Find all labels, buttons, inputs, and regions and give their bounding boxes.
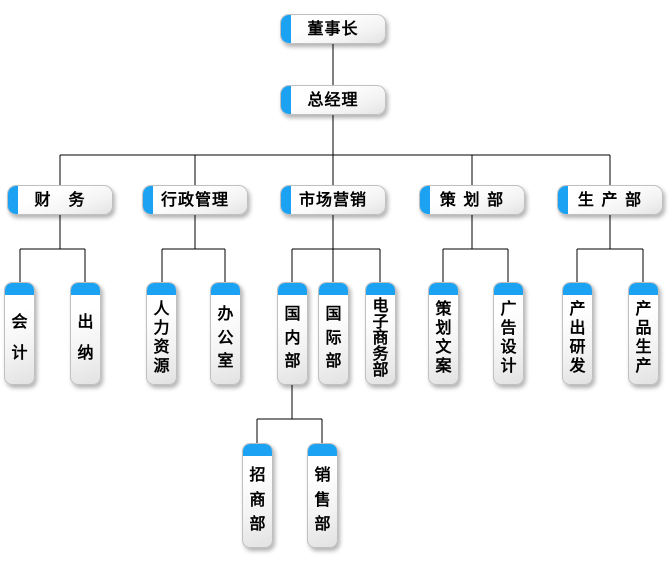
org-node-label: 电子商务部 xyxy=(372,296,389,379)
accent-bar xyxy=(143,186,153,214)
org-node-cashier: 出纳 xyxy=(70,282,101,385)
org-node-hr: 人力资源 xyxy=(146,282,177,385)
org-node-sales: 销售部 xyxy=(307,443,338,548)
org-node-label: 人力资源 xyxy=(153,299,170,375)
org-node-label: 国内部 xyxy=(284,303,301,371)
accent-bar xyxy=(563,283,592,295)
accent-bar xyxy=(281,15,291,43)
org-node-label: 出纳 xyxy=(77,311,94,363)
accent-bar xyxy=(281,186,291,214)
accent-bar xyxy=(71,283,100,295)
org-node-label: 市场营销 xyxy=(298,190,367,209)
accent-bar xyxy=(5,283,34,295)
org-node-label: 生 产 部 xyxy=(577,190,643,209)
org-node-label: 行政管理 xyxy=(160,190,229,209)
accent-bar xyxy=(629,283,658,295)
org-node-product-manufacturing: 产品生产 xyxy=(628,282,659,385)
accent-bar xyxy=(494,283,523,295)
org-node-label: 招商部 xyxy=(249,465,266,533)
accent-bar xyxy=(420,186,430,214)
accent-bar xyxy=(366,283,395,295)
org-node-label: 总经理 xyxy=(307,90,359,109)
accent-bar xyxy=(243,444,272,456)
org-node-admin: 行政管理 xyxy=(142,185,248,215)
org-node-ecommerce: 电子商务部 xyxy=(365,282,396,385)
org-node-international: 国际部 xyxy=(318,282,349,385)
accent-bar xyxy=(429,283,458,295)
org-node-general-manager: 总经理 xyxy=(280,85,386,115)
org-node-marketing: 市场营销 xyxy=(280,185,386,215)
org-node-chairman: 董事长 xyxy=(280,14,386,44)
org-node-label: 董事长 xyxy=(307,19,359,38)
org-node-label: 会计 xyxy=(11,311,28,363)
org-node-label: 广告设计 xyxy=(500,299,517,375)
accent-bar xyxy=(8,186,18,214)
org-node-label: 财 务 xyxy=(34,190,86,209)
accent-bar xyxy=(319,283,348,295)
org-node-label: 策 划 部 xyxy=(439,190,505,209)
accent-bar xyxy=(558,186,568,214)
org-node-ad-design: 广告设计 xyxy=(493,282,524,385)
accent-bar xyxy=(278,283,307,295)
org-node-label: 办公室 xyxy=(217,303,234,371)
org-node-accounting: 会计 xyxy=(4,282,35,385)
org-node-label: 销售部 xyxy=(314,465,331,533)
accent-bar xyxy=(211,283,240,295)
org-node-label: 策划文案 xyxy=(435,299,452,375)
org-node-production: 生 产 部 xyxy=(557,185,663,215)
org-node-domestic: 国内部 xyxy=(277,282,308,385)
accent-bar xyxy=(308,444,337,456)
org-node-output-rd: 产出研发 xyxy=(562,282,593,385)
org-node-label: 国际部 xyxy=(325,303,342,371)
org-node-copywriting: 策划文案 xyxy=(428,282,459,385)
org-node-label: 产品生产 xyxy=(635,299,652,375)
accent-bar xyxy=(147,283,176,295)
org-node-investment: 招商部 xyxy=(242,443,273,548)
org-node-finance: 财 务 xyxy=(7,185,113,215)
org-node-label: 产出研发 xyxy=(569,299,586,375)
accent-bar xyxy=(281,86,291,114)
org-node-planning: 策 划 部 xyxy=(419,185,525,215)
org-node-office: 办公室 xyxy=(210,282,241,385)
